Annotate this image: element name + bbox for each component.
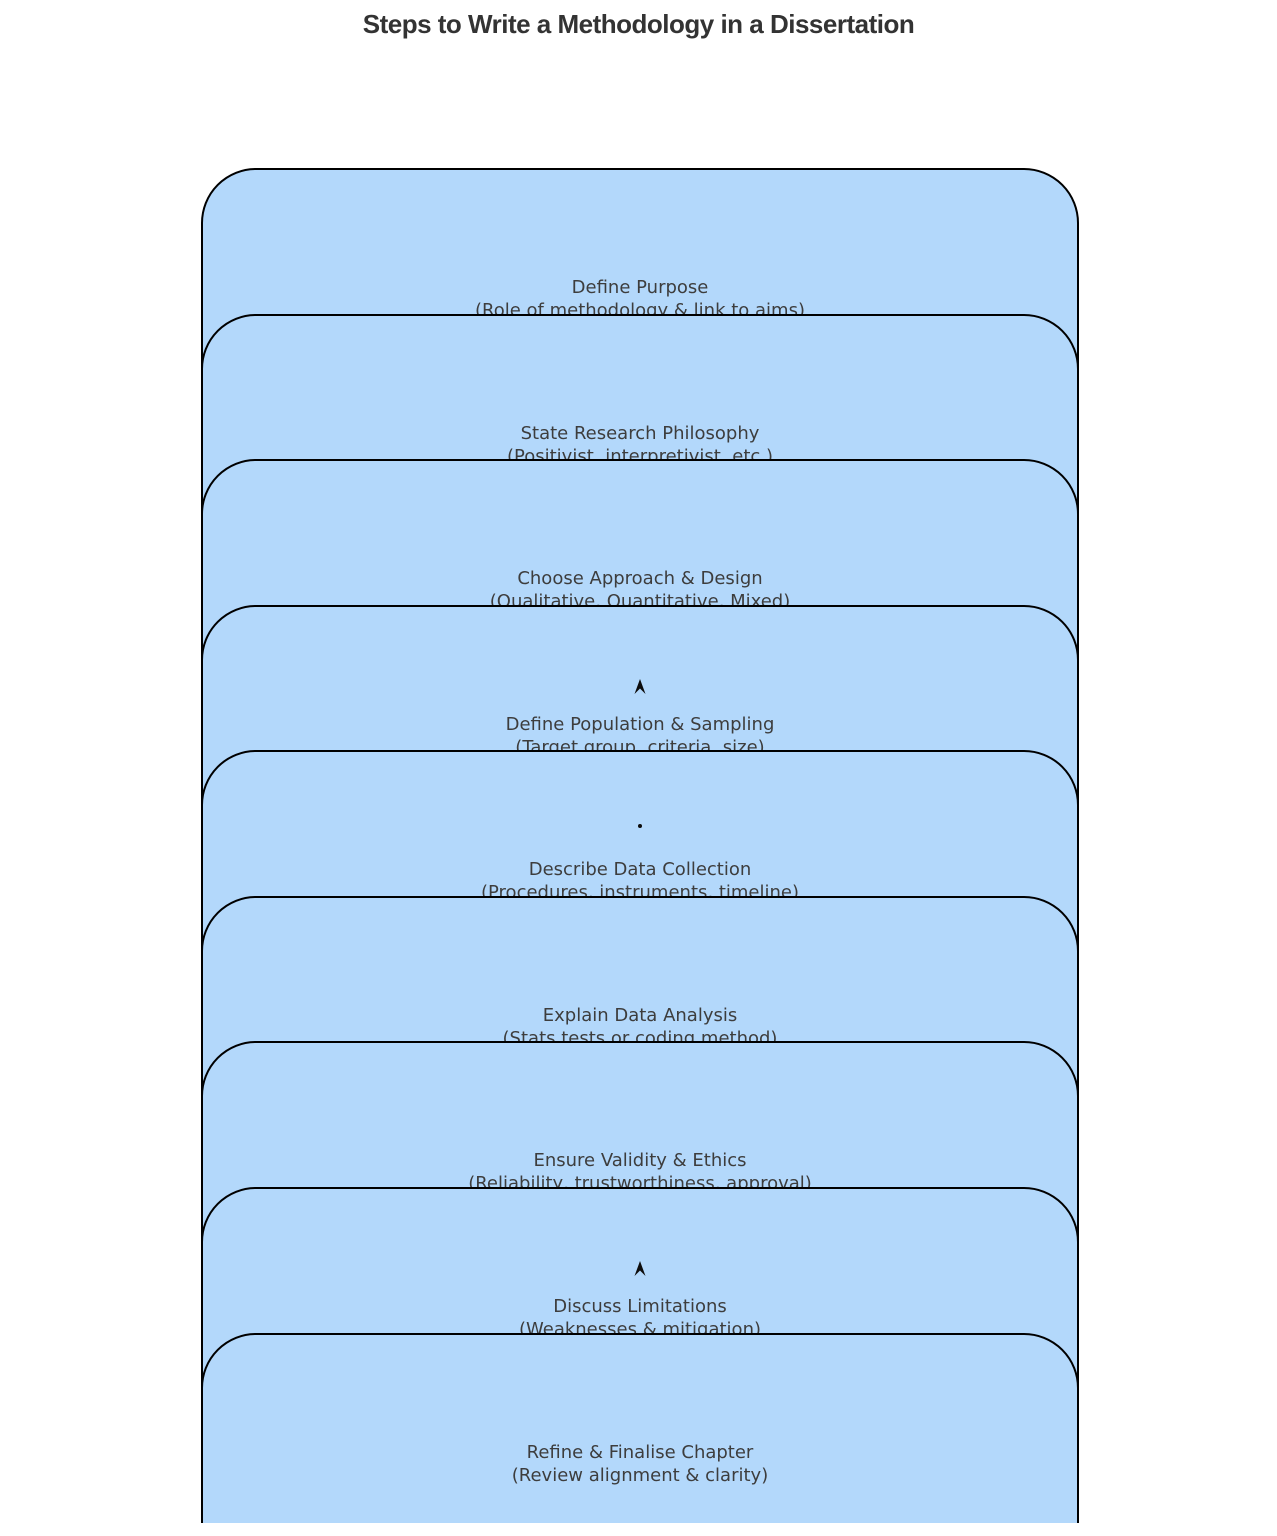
step-box: Refine & Finalise Chapter (Review alignm… — [201, 1333, 1079, 1523]
arrowhead-up-icon — [634, 679, 646, 694]
step-label: Describe Data Collection — [528, 859, 752, 880]
step-label: Explain Data Analysis — [542, 1005, 738, 1026]
step-text: Refine & Finalise Chapter (Review alignm… — [203, 1441, 1077, 1487]
step-label: Choose Approach & Design — [517, 568, 763, 589]
step-detail: (Review alignment & clarity) — [511, 1465, 769, 1486]
diagram-title: Steps to Write a Methodology in a Disser… — [362, 9, 915, 39]
dot-marker-icon — [638, 824, 642, 828]
arrowhead-up-icon — [634, 1261, 646, 1276]
step-label: State Research Philosophy — [520, 423, 760, 444]
step-label: Define Population & Sampling — [505, 714, 775, 735]
step-label: Define Purpose — [571, 277, 709, 298]
step-label: Discuss Limitations — [553, 1296, 727, 1317]
step-label: Refine & Finalise Chapter — [526, 1442, 754, 1463]
step-label: Ensure Validity & Ethics — [533, 1150, 747, 1171]
flowchart: Define Purpose (Role of methodology & li… — [201, 168, 1079, 1523]
